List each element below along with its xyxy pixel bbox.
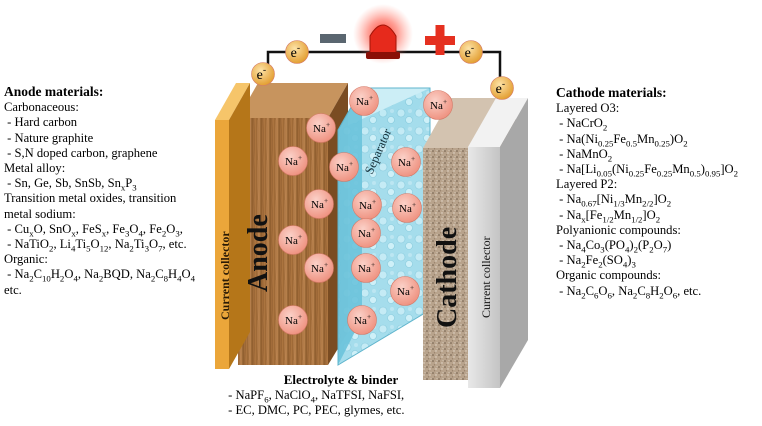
- cathode-material-line: Polyanionic compounds:: [556, 222, 681, 237]
- anode-material-line: - Nature graphite: [4, 130, 94, 145]
- cathode-heading: Cathode materials:: [556, 85, 667, 100]
- cathode-materials-list: Layered O3: - NaCrO2 - Na(Ni0.25Fe0.5Mn0…: [556, 101, 761, 299]
- sodium-ion: Na+: [278, 225, 308, 255]
- anode-current-collector: [215, 83, 250, 369]
- cathode-material-line: Layered P2:: [556, 177, 618, 192]
- svg-text:e-: e-: [257, 65, 266, 83]
- anode-material-line: - Na2C10H2O4, Na2BQD, Na2C8H4O4: [4, 267, 196, 284]
- cathode-material-line: - NaMnO2: [556, 146, 613, 164]
- cathode-current-collector: [468, 98, 528, 388]
- svg-text:e-: e-: [465, 43, 474, 61]
- sodium-ion: Na+: [349, 86, 379, 116]
- electrolyte-material-line: - EC, DMC, PC, PEC, glymes, etc.: [225, 403, 405, 417]
- electron-layer: e-e-e-e-: [251, 40, 514, 100]
- anode-material-line: - S,N doped carbon, graphene: [4, 145, 158, 160]
- sodium-ion: Na+: [351, 218, 381, 248]
- electron: e-: [251, 62, 275, 86]
- cathode-material-line: - Na(Ni0.25Fe0.5Mn0.25)O2: [556, 131, 688, 149]
- anode-collector-label: Current collector: [218, 231, 232, 320]
- electrolyte-material-line: - NaPF6, NaClO4, NaTFSI, NaFSI,: [225, 387, 405, 405]
- sodium-ion: Na+: [390, 276, 420, 306]
- anode-material-line: Transition metal oxides, transition: [4, 191, 177, 206]
- sodium-ion: Na+: [278, 305, 308, 335]
- anode-material-line: Metal alloy:: [4, 161, 66, 176]
- anode-material-line: Organic:: [4, 252, 48, 267]
- ion-layer: Na+Na+Na+Na+Na+Na+Na+Na+Na+Na+Na+Na+Na+N…: [278, 86, 453, 335]
- cathode-material-line: - Na0.67[Ni1/3Mn2/2]O2: [556, 192, 672, 209]
- sodium-ion: Na+: [391, 147, 421, 177]
- cathode-label: Cathode: [432, 227, 463, 328]
- sodium-ion: Na+: [278, 146, 308, 176]
- electron: e-: [490, 76, 514, 100]
- anode-heading: Anode materials:: [4, 84, 104, 99]
- anode-materials-panel: Anode materials: Carbonaceous: - Hard ca…: [4, 84, 259, 298]
- anode-material-line: Carbonaceous:: [4, 100, 79, 115]
- electrolyte-heading: Electrolyte & binder: [283, 372, 399, 387]
- cathode-materials-panel: Cathode materials: Layered O3: - NaCrO2 …: [556, 85, 761, 300]
- anode-material-line: metal sodium:: [4, 206, 76, 221]
- sodium-ion: Na+: [347, 305, 377, 335]
- anode-material-line: - CuxO, SnOx, FeSx, Fe3O4, Fe2O3,: [4, 221, 183, 239]
- cathode-material-line: - Na2C6O6, Na2C8H2O6, etc.: [556, 283, 702, 301]
- cathode-material-line: Organic compounds:: [556, 268, 662, 283]
- cathode-material-line: - NaCrO2: [556, 116, 608, 133]
- anode-materials-list: Carbonaceous: - Hard carbon - Nature gra…: [4, 100, 259, 298]
- sodium-ion: Na+: [392, 193, 422, 223]
- plus-icon: [425, 25, 455, 55]
- cathode-material-line: - Na2Fe2(SO4)3: [556, 253, 636, 270]
- sodium-ion: Na+: [352, 190, 382, 220]
- electrolyte-list: - NaPF6, NaClO4, NaTFSI, NaFSI, - EC, DM…: [225, 388, 457, 419]
- cathode-material-line: - Nax[Fe1/2Mn1/2]O2: [556, 207, 661, 225]
- sodium-ion: Na+: [423, 90, 453, 120]
- electrolyte-panel: Electrolyte & binder - NaPF6, NaClO4, Na…: [225, 372, 457, 419]
- sodium-ion: Na+: [306, 113, 336, 143]
- minus-icon: [320, 34, 346, 43]
- svg-text:e-: e-: [291, 43, 300, 61]
- anode-material-line: - Sn, Ge, Sb, SnSb, SnxP3: [4, 176, 137, 193]
- anode-material-line: - Hard carbon: [4, 115, 78, 130]
- anode-material-line: etc.: [4, 282, 22, 297]
- anode-label: Anode: [243, 214, 274, 292]
- anode-material-line: - NaTiO2, Li4Ti5O12, Na2Ti3O7, etc.: [4, 237, 187, 254]
- sodium-ion: Na+: [304, 253, 334, 283]
- cathode-collector-label: Current collector: [479, 236, 493, 318]
- cathode-material-line: - Na[Li0.05(Ni0.25Fe0.25Mn0.5)0.95]O2: [556, 162, 739, 179]
- svg-text:e-: e-: [496, 79, 505, 97]
- electron: e-: [459, 40, 483, 64]
- sodium-ion: Na+: [351, 253, 381, 283]
- sodium-ion: Na+: [304, 189, 334, 219]
- cathode-material-line: Layered O3:: [556, 101, 620, 116]
- electron: e-: [285, 40, 309, 64]
- led-bulb-icon: [353, 4, 413, 64]
- cathode-material-line: - Na4Co3(PO4)2(P2O7): [556, 238, 672, 255]
- sodium-ion: Na+: [329, 152, 359, 182]
